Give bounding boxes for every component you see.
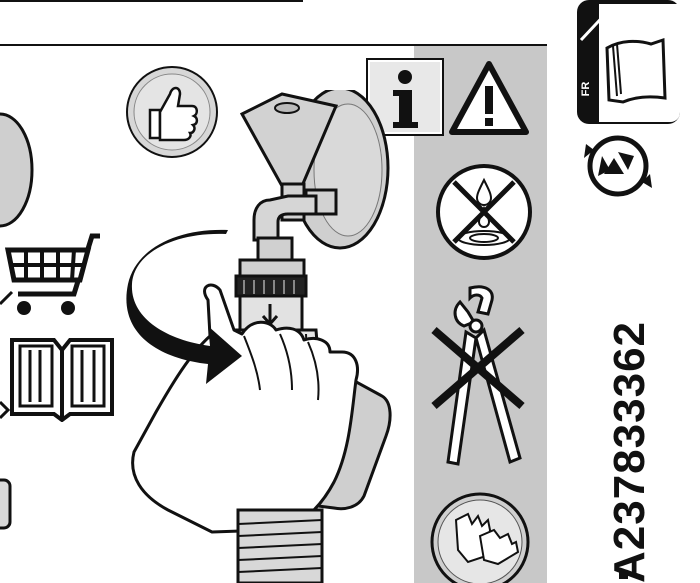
language-code: FR bbox=[580, 76, 592, 102]
rotation-cycle-icon bbox=[580, 130, 660, 200]
document-reference-block: A237833362 bbox=[600, 300, 660, 583]
open-book-icon bbox=[6, 330, 120, 422]
no-water-drip-icon bbox=[434, 162, 534, 262]
gloves-icon bbox=[428, 490, 532, 583]
shopping-cart-icon bbox=[0, 232, 112, 322]
document-reference-code: A237833362 bbox=[605, 321, 655, 583]
partial-disc-icon bbox=[0, 110, 36, 230]
warning-triangle-icon bbox=[448, 60, 530, 136]
rotate-arrow-icon bbox=[126, 228, 246, 388]
language-tab: FR bbox=[580, 86, 596, 112]
bullet-dot bbox=[619, 570, 628, 579]
no-pliers-icon bbox=[430, 282, 530, 472]
left-edge-fragments bbox=[0, 390, 14, 540]
